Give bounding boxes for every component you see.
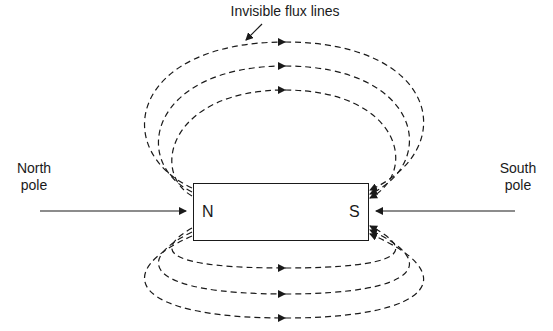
pole-label: North pole [8,160,60,194]
callout-label: Invisible flux lines [200,3,370,20]
flux-line [285,90,396,198]
bar-magnet: NS [193,183,369,241]
flux-line [145,236,285,318]
flux-line [158,232,285,294]
flux-line [172,90,285,196]
leader-arrow [376,210,515,211]
leader-arrow [246,24,262,40]
pole-label: South pole [490,160,546,194]
flux-line [285,234,424,318]
flux-line [285,66,409,194]
pole-letter: S [349,203,360,221]
pole-letter: N [202,203,214,221]
leader-arrow [40,210,186,211]
flux-line [158,66,285,192]
